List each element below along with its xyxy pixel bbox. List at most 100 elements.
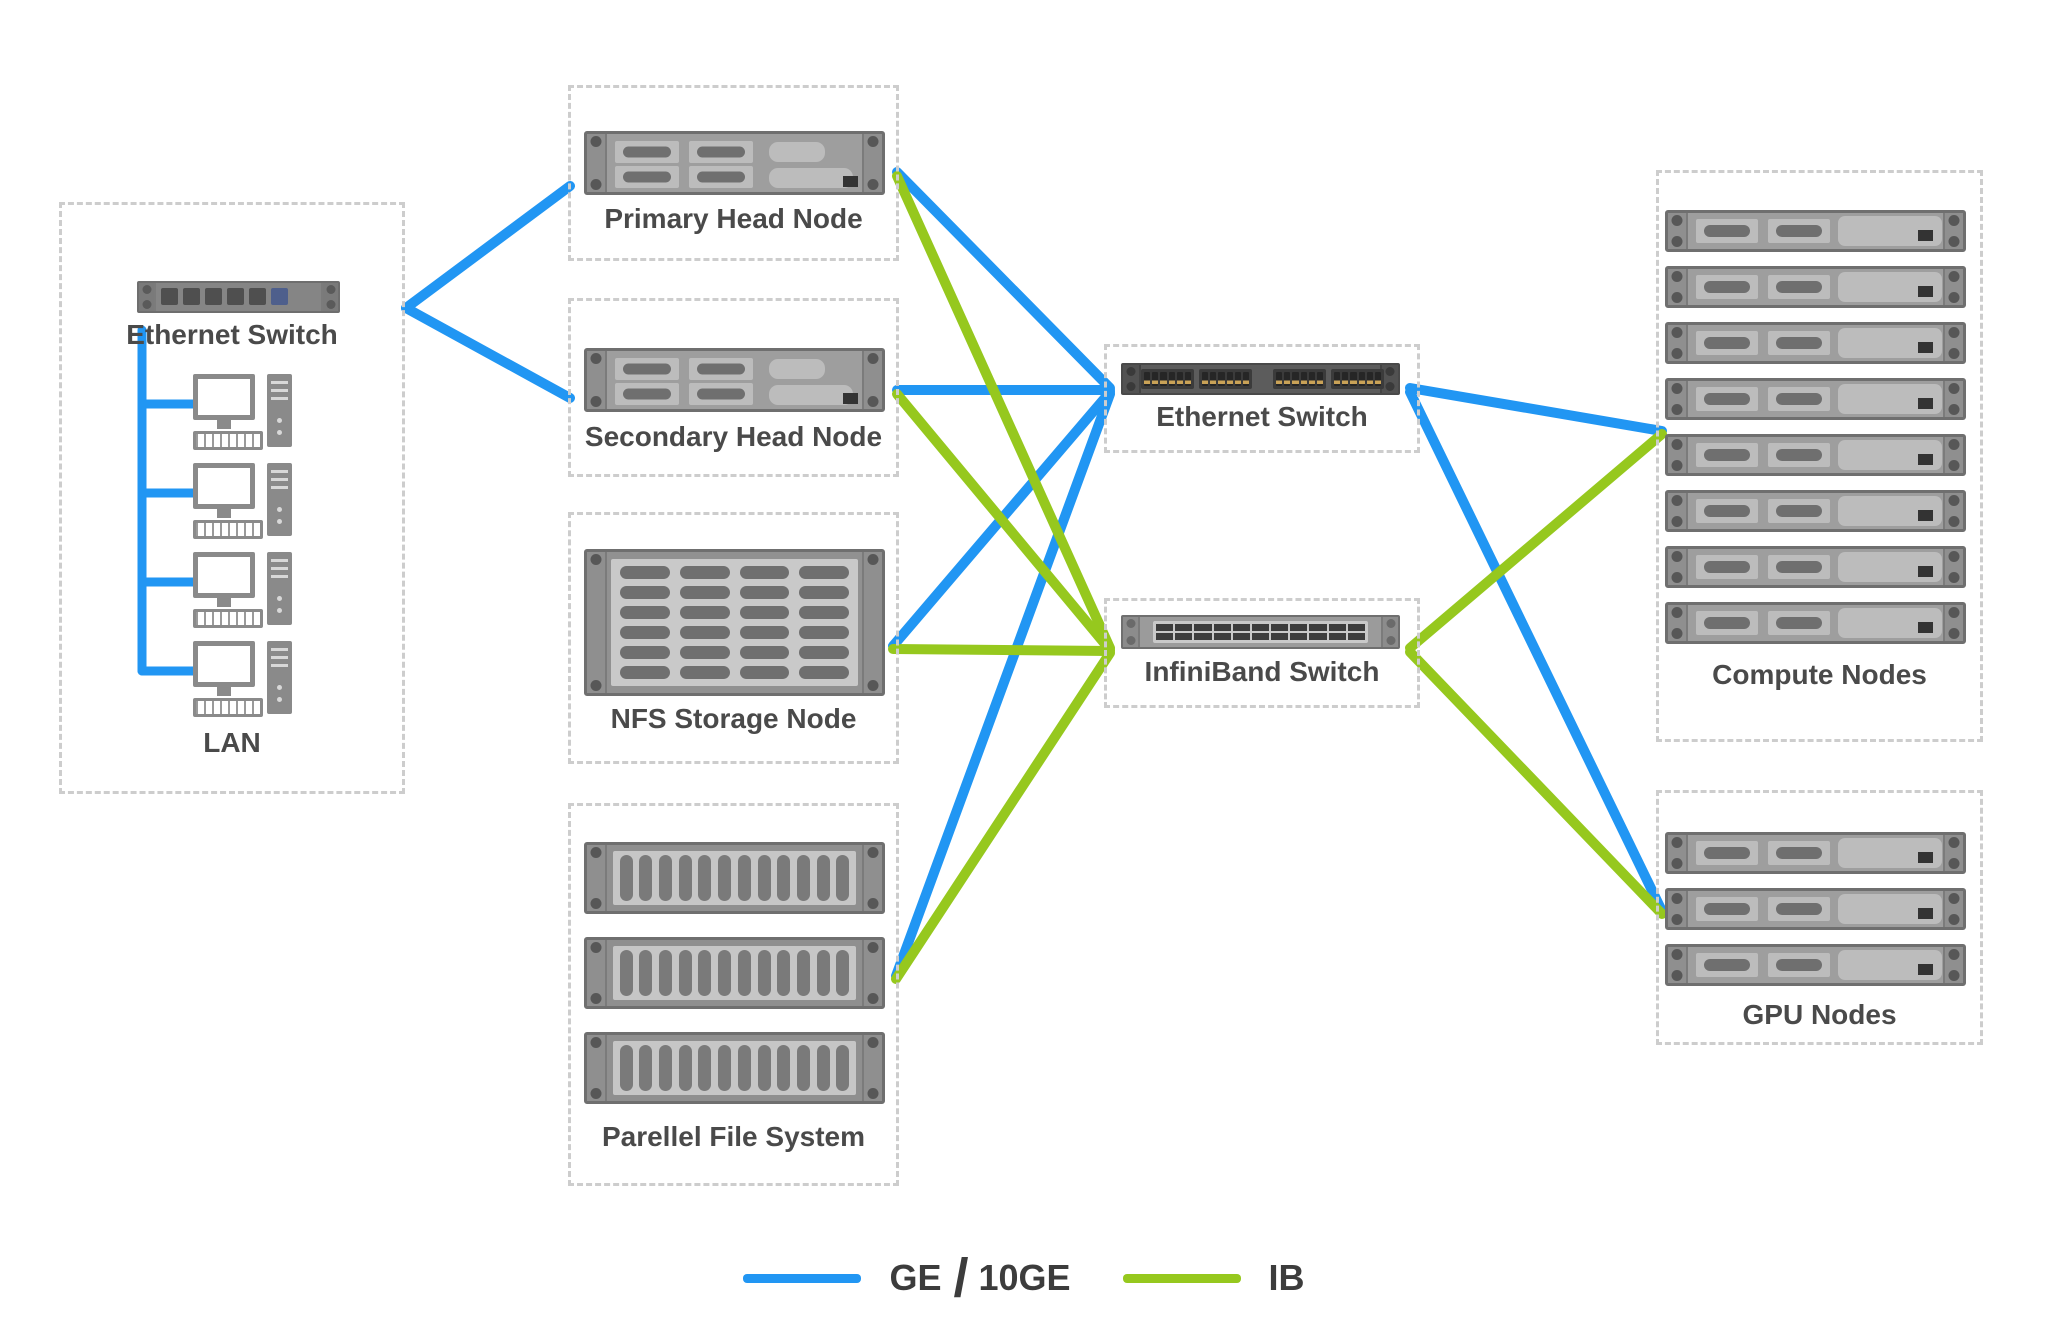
connection-ge-ethernet-switch-to-compute-nodes <box>1405 383 1667 436</box>
rack-ear-icon <box>1943 493 1963 529</box>
lan-label: LAN <box>203 727 261 758</box>
gpu-nodes-box: GPU Nodes <box>1656 790 1983 1045</box>
connection-ge-lan-to-secondary-head-node <box>401 303 575 403</box>
disk-slot-icon <box>816 855 830 901</box>
drive-bay-icon <box>1696 953 1758 977</box>
connection-ib-primary-head-node-to-infiniband-switch <box>892 171 1115 653</box>
infiniband-switch-icon <box>1121 615 1400 649</box>
legend-ib-line <box>1122 1273 1241 1283</box>
drive-bay-icon <box>1696 387 1758 411</box>
drive-slot-icon <box>620 645 670 659</box>
front-panel-icon <box>1838 216 1942 246</box>
port-icon <box>1194 633 1212 640</box>
rack-ear-icon <box>1668 493 1688 529</box>
drive-slot-icon <box>739 606 790 620</box>
drive-slot-icon <box>620 586 670 600</box>
compute-node-server-icon <box>1665 378 1966 420</box>
drive-slot-icon <box>799 645 849 659</box>
port-icon <box>1350 372 1357 386</box>
disk-array-icon <box>584 1032 885 1104</box>
port-icon <box>1358 372 1365 386</box>
port-icon <box>1213 624 1231 631</box>
drive-bay-icon <box>1768 275 1830 299</box>
rack-ear-icon <box>587 845 607 911</box>
connection-ge-nfs-storage-node-to-ethernet-switch <box>888 387 1115 651</box>
rack-ear-icon <box>1381 617 1398 647</box>
drive-bay-grid <box>615 358 753 405</box>
port-icon <box>271 288 288 305</box>
workstation-icon <box>193 463 293 541</box>
port-icon <box>1175 624 1193 631</box>
port-icon <box>1226 372 1233 386</box>
port-icon <box>1271 624 1289 631</box>
compute-node-server-icon <box>1665 490 1966 532</box>
drive-bay-icon <box>1768 219 1830 243</box>
disk-slot-icon <box>639 1045 653 1091</box>
drive-slot-icon <box>739 625 790 639</box>
rack-ear-icon <box>139 283 156 311</box>
compute-node-server-icon <box>1665 546 1966 588</box>
rack-ear-icon <box>1668 437 1688 473</box>
disk-slot-row <box>613 1041 856 1095</box>
port-icon <box>1242 372 1250 386</box>
infiniband-switch-box: InfiniBand Switch <box>1104 598 1420 708</box>
port-icon <box>1202 372 1209 386</box>
port-group-icon <box>1273 369 1326 389</box>
disk-slot-icon <box>836 1045 850 1091</box>
port-icon <box>161 288 178 305</box>
rack-ear-icon <box>587 134 607 192</box>
drive-bay-icon <box>1696 443 1758 467</box>
gpu-node-server-icon <box>1665 888 1966 930</box>
front-panel-icon <box>1838 950 1942 980</box>
disk-slot-icon <box>757 855 771 901</box>
disk-slot-icon <box>737 1045 751 1091</box>
disk-slot-icon <box>796 855 810 901</box>
disk-slot-icon <box>678 855 692 901</box>
rack-ear-icon <box>587 940 607 1006</box>
drive-slot-icon <box>799 665 849 679</box>
front-panel-icon <box>1838 894 1942 924</box>
workstation-stack <box>193 374 293 719</box>
drive-bay-icon <box>1768 331 1830 355</box>
primary-head-node-label: Primary Head Node <box>604 203 863 234</box>
drive-bay-icon <box>1696 611 1758 635</box>
front-panel-icon <box>1838 328 1942 358</box>
legend-ge-line <box>743 1273 862 1283</box>
secondary-head-node-server-icon <box>584 348 885 412</box>
port-icon <box>1156 633 1174 640</box>
port-icon <box>1342 372 1349 386</box>
port-icon <box>1176 372 1183 386</box>
rack-ear-icon <box>1943 835 1963 871</box>
rack-ear-icon <box>1668 891 1688 927</box>
disk-slot-icon <box>718 950 732 996</box>
disk-slot-icon <box>777 855 791 901</box>
disk-array-icon <box>584 842 885 914</box>
monitor-icon <box>193 374 255 420</box>
keyboard-icon <box>193 698 263 717</box>
drive-slot-icon <box>620 625 670 639</box>
port-row <box>161 288 288 305</box>
gpu-node-server-icon <box>1665 832 1966 874</box>
compute-node-server-icon <box>1665 210 1966 252</box>
rack-ear-icon <box>1123 617 1140 647</box>
monitor-icon <box>193 463 255 509</box>
disk-slot-icon <box>718 855 732 901</box>
front-panel-icon <box>769 359 825 379</box>
disk-slot-icon <box>619 950 633 996</box>
rack-ear-icon <box>862 552 882 693</box>
front-panel-icon <box>1838 384 1942 414</box>
drive-bay-icon <box>1768 841 1830 865</box>
monitor-stand-icon <box>217 598 231 607</box>
drive-slot-icon <box>679 586 730 600</box>
drive-bay-icon <box>1768 443 1830 467</box>
drive-slot-icon <box>679 665 730 679</box>
tower-pc-icon <box>267 374 292 447</box>
port-icon <box>1374 372 1382 386</box>
port-icon <box>1218 372 1225 386</box>
compute-node-server-icon <box>1665 602 1966 644</box>
port-icon <box>1328 633 1346 640</box>
front-panel-icon <box>1838 440 1942 470</box>
port-icon <box>1347 624 1365 631</box>
drive-bay-icon <box>689 141 753 163</box>
